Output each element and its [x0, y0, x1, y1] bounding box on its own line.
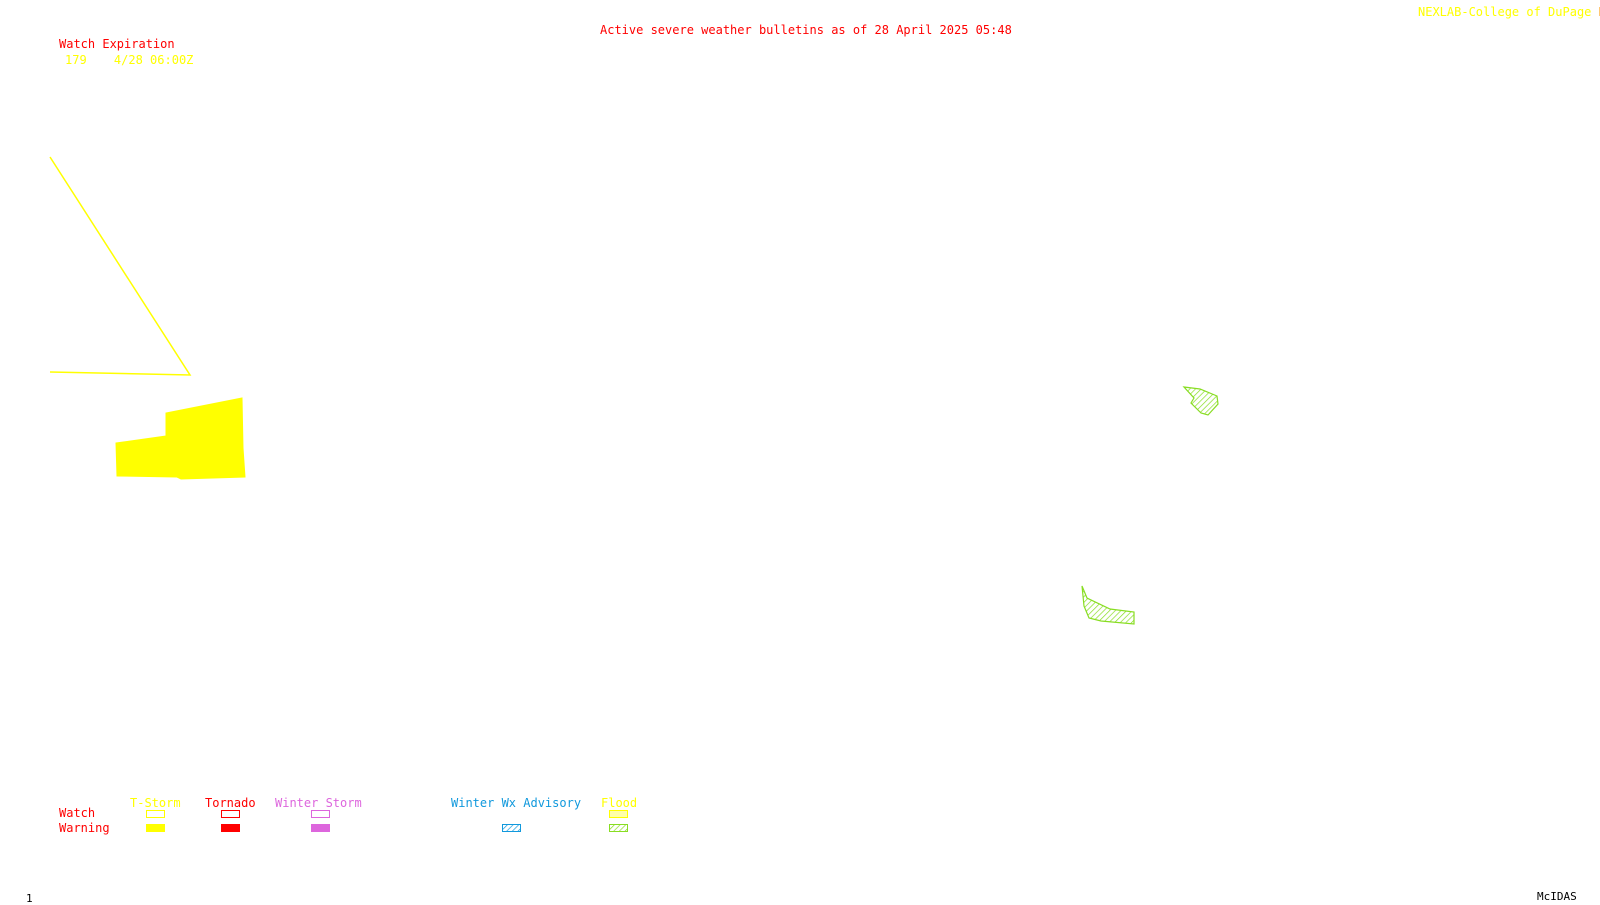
legend-flood-warning-swatch: [609, 824, 628, 832]
watch-expiration: 4/28 06:00Z: [113, 53, 194, 67]
legend-tstorm-warning-swatch: [146, 824, 165, 832]
software-label: McIDAS: [1537, 890, 1577, 903]
watch-number: 179: [65, 53, 87, 67]
legend-warning-label: Warning: [59, 821, 110, 835]
flood-warning-area-2: [1081, 585, 1135, 625]
legend-winter-storm-watch-swatch: [311, 810, 330, 818]
flood-warning-area-1: [1182, 386, 1219, 416]
legend-flood-watch-swatch: [609, 810, 628, 818]
legend-tornado-label: Tornado: [205, 796, 256, 810]
tstorm-watch-outline: [49, 156, 192, 376]
legend-flood-label: Flood: [601, 796, 638, 810]
watch-table-row: 179 4/28 06:00Z: [65, 54, 193, 66]
source-suffix: R: [1599, 5, 1600, 19]
legend-winter-storm-warning-swatch: [311, 824, 330, 832]
frame-number: 1: [26, 892, 33, 905]
legend-watch-label: Watch: [59, 806, 96, 820]
legend-tstorm-label: T-Storm: [130, 796, 181, 810]
legend-winter-storm-label: Winter Storm: [275, 796, 362, 810]
legend-winter-wx-advisory-label: Winter Wx Advisory: [451, 796, 582, 810]
tstorm-warning-area: [115, 397, 246, 480]
legend-tstorm-watch-swatch: [146, 810, 165, 818]
legend-tornado-warning-swatch: [221, 824, 240, 832]
legend-winter-wx-advisory-swatch: [502, 824, 521, 832]
source-name: NEXLAB-College of DuPage: [1418, 5, 1592, 19]
watch-table-heading: Watch Expiration: [59, 37, 175, 51]
source-credit: NEXLAB-College of DuPage R: [1418, 6, 1600, 18]
bulletin-title: Active severe weather bulletins as of 28…: [600, 23, 1012, 37]
legend-tornado-watch-swatch: [221, 810, 240, 818]
